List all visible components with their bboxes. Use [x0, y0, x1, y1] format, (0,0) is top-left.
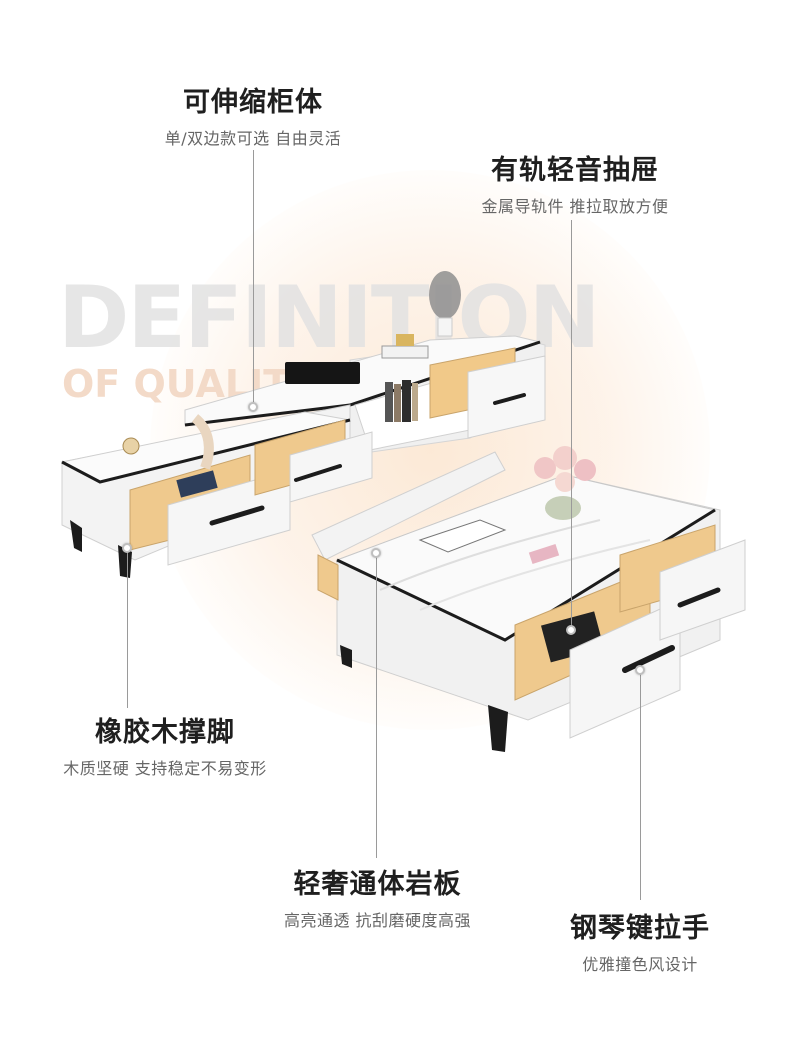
callout-line	[127, 548, 128, 708]
feature-legs: 橡胶木撑脚 木质坚硬 支持稳定不易变形	[30, 710, 300, 779]
callout-line	[571, 220, 572, 630]
callout-dot	[248, 402, 258, 412]
flower-vase	[545, 496, 581, 520]
phone	[528, 543, 560, 565]
feature-handle: 钢琴键拉手 优雅撞色风设计	[545, 906, 735, 975]
callout-dot	[566, 625, 576, 635]
coffee-table	[311, 446, 746, 752]
feature-subtitle: 金属导轨件 推拉取放方便	[481, 197, 669, 216]
tv-cabinet	[60, 271, 546, 578]
feature-subtitle: 优雅撞色风设计	[582, 955, 698, 974]
callout-line	[253, 150, 254, 405]
magazine	[418, 519, 507, 553]
clock-ornament	[122, 437, 140, 455]
cabinet-leg	[118, 545, 132, 578]
piano-key-handle	[622, 645, 675, 673]
book	[402, 380, 411, 422]
callout-dot	[122, 543, 132, 553]
book	[394, 384, 401, 422]
table-leg	[340, 645, 352, 668]
feature-drawer: 有轨轻音抽屉 金属导轨件 推拉取放方便	[455, 148, 695, 217]
flower	[574, 459, 596, 481]
flower	[553, 446, 577, 470]
feature-slate: 轻奢通体岩板 高亮通透 抗刮磨硬度高强	[255, 862, 500, 931]
box-item	[176, 470, 218, 498]
feature-title: 橡胶木撑脚	[95, 717, 235, 748]
book	[385, 382, 393, 422]
feature-title: 有轨轻音抽屉	[491, 155, 659, 186]
book	[412, 383, 418, 421]
feature-subtitle: 单/双边款可选 自由灵活	[164, 129, 342, 148]
drawer-handle	[294, 464, 342, 482]
flower	[534, 457, 556, 479]
feature-title: 钢琴键拉手	[570, 913, 710, 944]
piano-key-handle	[677, 587, 721, 608]
book-stack	[381, 345, 429, 359]
table-leg	[488, 705, 508, 752]
ornament	[396, 334, 414, 346]
vase	[191, 414, 214, 470]
flower	[555, 472, 575, 492]
feature-subtitle: 高亮通透 抗刮磨硬度高强	[283, 911, 472, 930]
callout-dot	[371, 548, 381, 558]
feature-title: 可伸缩柜体	[183, 87, 323, 118]
feature-title: 轻奢通体岩板	[293, 869, 462, 900]
drawer-handle	[209, 505, 265, 526]
feature-extendable: 可伸缩柜体 单/双边款可选 自由灵活	[143, 80, 363, 149]
table-lamp	[429, 271, 461, 319]
callout-dot	[635, 665, 645, 675]
drawer-handle	[493, 393, 526, 405]
callout-line	[376, 553, 377, 858]
feature-subtitle: 木质坚硬 支持稳定不易变形	[63, 759, 267, 778]
callout-line	[640, 670, 641, 900]
cabinet-leg	[70, 520, 82, 552]
console-device	[285, 362, 360, 384]
